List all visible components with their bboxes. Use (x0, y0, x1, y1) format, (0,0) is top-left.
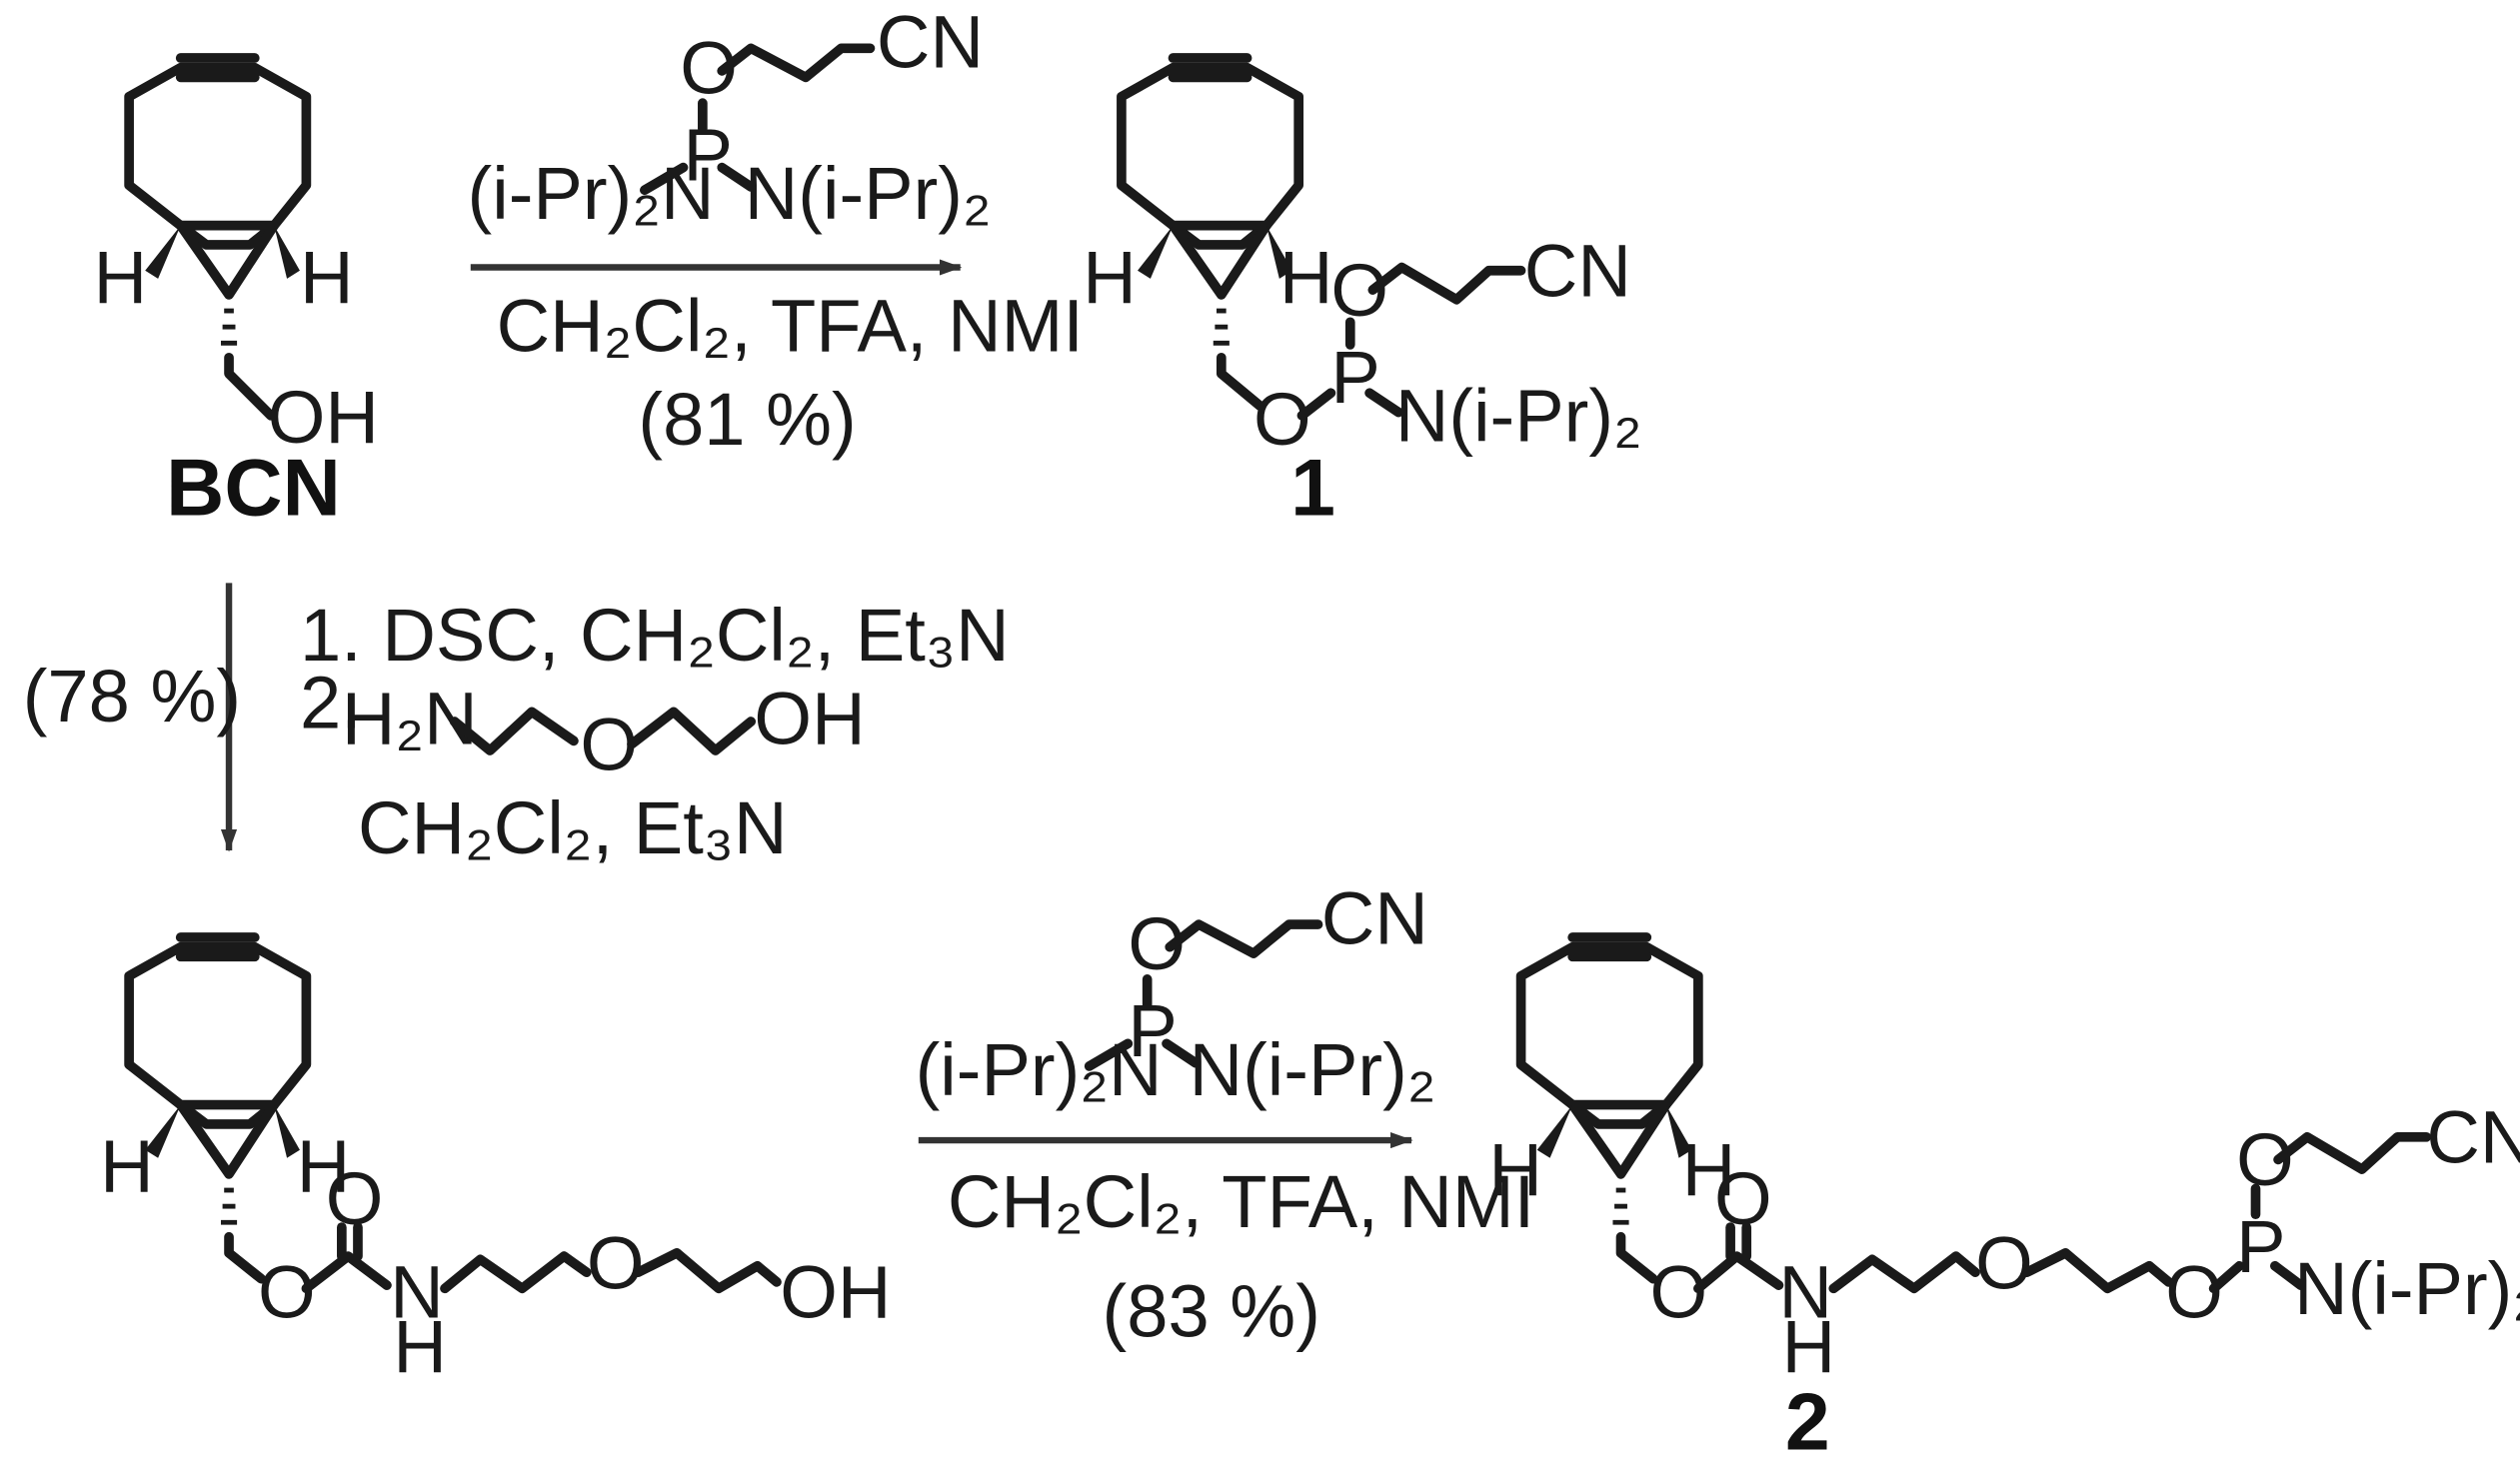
product-2-structure: H H O O N H O O P O CN N(i-Pr)₂ 2 (1488, 932, 2520, 1464)
step1-conditions: CH₂Cl₂, TFA, NMI (497, 284, 1084, 367)
p1-oc-chain (1367, 262, 1526, 305)
p2-label: 2 (1785, 1377, 1830, 1464)
p1-p: P (1330, 336, 1379, 419)
reagent3-right-amine: N(i-Pr)₂ (1190, 1028, 1436, 1111)
bcn-ring-bonds (124, 62, 312, 250)
p2-cn: CN (2426, 1096, 2520, 1179)
bcn-structure: H H OH BCN (94, 53, 379, 534)
step1-yield: (81 %) (638, 378, 856, 461)
p2-ring-bonds (1515, 941, 1703, 1129)
reagent3-pn-right (1162, 1038, 1201, 1068)
p2-n: N (1778, 1250, 1832, 1333)
carb-oc-bond (301, 1251, 392, 1294)
reagent-cn: CN (877, 1, 984, 84)
carb-chain-1 (440, 1251, 592, 1294)
reagent-oc-chain (717, 43, 876, 83)
reagent-phosphoramidite-top: O CN P (i-Pr)₂N N(i-Pr)₂ (468, 1, 992, 235)
p1-ring-bonds (1117, 62, 1304, 250)
bcn-h-right: H (300, 236, 354, 319)
p1-h-right: H (1279, 236, 1333, 319)
carb-oh: OH (780, 1250, 891, 1333)
bcn-h-left: H (94, 236, 148, 319)
p2-n-h: H (1782, 1305, 1836, 1388)
p2-oc-chain (2273, 1131, 2432, 1174)
p2-h-right: H (1682, 1128, 1736, 1211)
p2-n-ipr: N(i-Pr)₂ (2294, 1247, 2520, 1330)
step3-conditions: CH₂Cl₂, TFA, NMI (948, 1160, 1534, 1243)
step2-line2-prefix: 2. (300, 661, 362, 743)
step2-amine-oh: OH (754, 678, 865, 760)
p1-hashed-bond (1213, 308, 1230, 346)
carbamate-structure: H H O O N H O OH (100, 932, 891, 1388)
p2-h-left: H (1488, 1128, 1542, 1211)
carb-h-right: H (297, 1125, 351, 1208)
p1-wedge-right (1265, 225, 1292, 279)
reagent-phosphoramidite-bottom: O CN P (i-Pr)₂N N(i-Pr)₂ (916, 876, 1436, 1110)
p2-o-ether: O (1975, 1221, 2033, 1304)
step3-yield: (83 %) (1103, 1270, 1320, 1353)
reagent-pn-right (717, 162, 757, 192)
p2-hashed-bond (1612, 1187, 1629, 1225)
reagent3-left-amine: (i-Pr)₂N (916, 1028, 1163, 1111)
p1-cyclopropane (1168, 220, 1271, 300)
p2-pn-bond (2270, 1260, 2306, 1290)
step2-line3: CH₂Cl₂, Et₃N (358, 786, 788, 869)
bcn-ch2oh-bond (224, 352, 276, 421)
p1-pn-bond (1364, 388, 1403, 418)
product-1-structure: H H O P O CN N(i-Pr)₂ 1 (1083, 53, 1642, 534)
p2-wedge-left (1536, 1104, 1573, 1158)
reagent3-p: P (1128, 989, 1177, 1072)
step2-line1: 1. DSC, CH₂Cl₂, Et₃N (300, 594, 1010, 677)
bcn-cyclopropane (175, 220, 279, 300)
carb-chain-2 (633, 1248, 782, 1294)
carb-hashed-bond (220, 1187, 238, 1225)
carb-n-h: H (393, 1305, 447, 1388)
p2-op-bond (2208, 1260, 2245, 1294)
carb-n: N (390, 1250, 444, 1333)
bcn-oh: OH (268, 376, 379, 459)
step2-amine-chain-2 (627, 707, 757, 755)
reagent3-pn-left (1084, 1038, 1134, 1071)
bcn-label: BCN (166, 444, 341, 534)
p2-cyclopropane (1567, 1099, 1671, 1179)
carb-h-left: H (100, 1125, 154, 1208)
reagent3-cn: CN (1321, 876, 1428, 959)
carb-wedge-right (274, 1104, 300, 1158)
p1-n-ipr: N(i-Pr)₂ (1395, 375, 1642, 458)
bcn-wedge-right (274, 225, 300, 279)
p2-oc-bond (1693, 1251, 1784, 1294)
p1-wedge-left (1138, 225, 1174, 279)
carb-ch2o-bond (224, 1231, 267, 1284)
p1-cn: CN (1524, 230, 1631, 313)
reagent-left-amine: (i-Pr)₂N (468, 152, 715, 235)
reagent-pn-left (640, 162, 689, 196)
carb-o-ether: O (587, 1221, 645, 1304)
reagent3-oc-chain (1165, 919, 1323, 958)
p1-op-bond (1296, 388, 1336, 421)
p2-wedge-right (1665, 1104, 1692, 1158)
carb-wedge-left (145, 1104, 181, 1158)
bcn-wedge-left (145, 225, 181, 279)
carb-ring-bonds (124, 941, 312, 1129)
p1-label: 1 (1290, 444, 1335, 534)
step2-yield: (78 %) (23, 655, 241, 737)
carb-cyclopropane (175, 1099, 279, 1179)
p2-o-carbonyl: O (1714, 1157, 1772, 1240)
p1-ch2o-bond (1216, 352, 1265, 411)
p1-h-left: H (1083, 236, 1137, 319)
reagent-p: P (684, 114, 733, 197)
p2-chain-2 (2021, 1248, 2174, 1294)
bcn-hashed-bond (220, 308, 238, 346)
step2-amine-chain-1 (449, 707, 579, 755)
p2-chain-1 (1828, 1251, 1980, 1294)
p2-p: P (2236, 1205, 2285, 1288)
p2-ch2o-bond (1615, 1231, 1658, 1284)
reagent-right-amine: N(i-Pr)₂ (745, 152, 992, 235)
carb-o-carbonyl: O (326, 1157, 384, 1240)
